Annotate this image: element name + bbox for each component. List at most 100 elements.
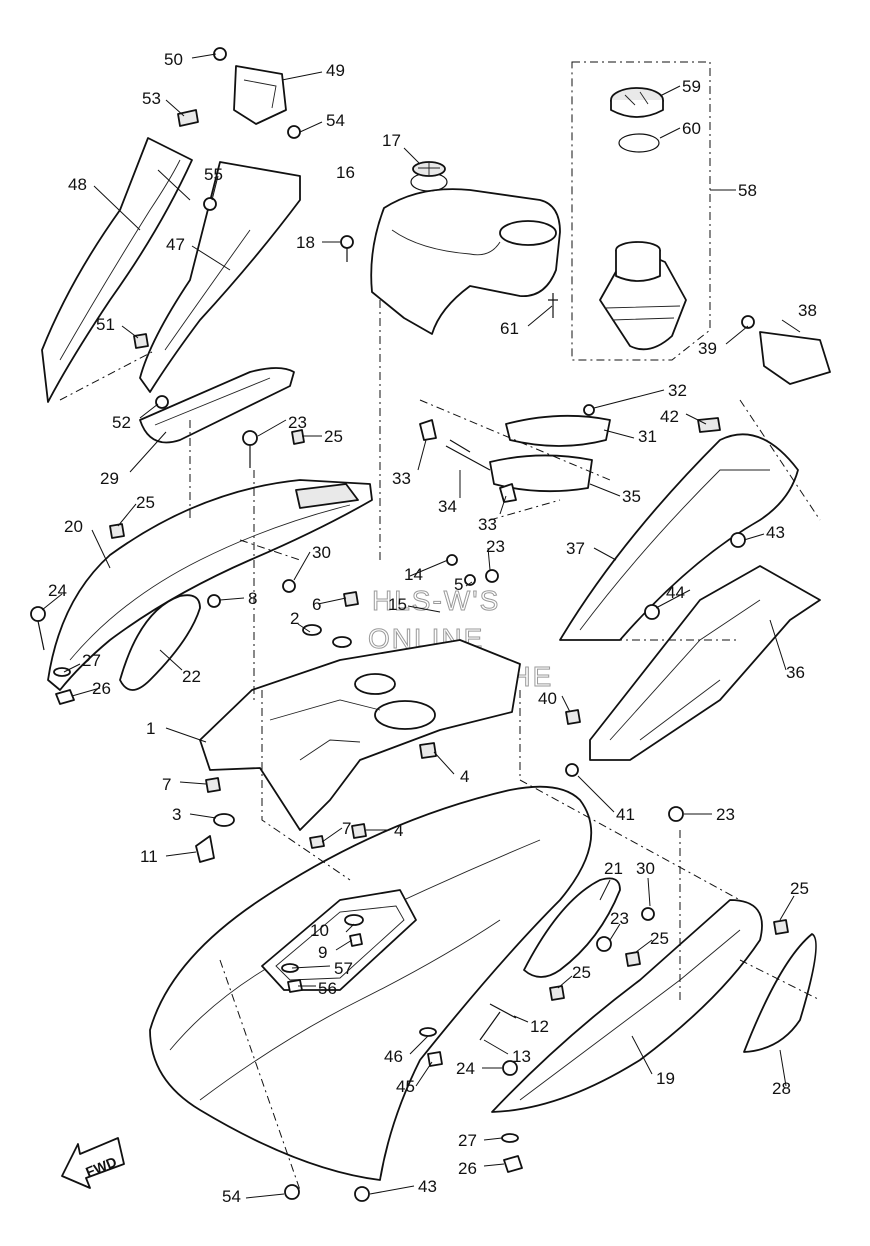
upper-cowl-assembly [340,161,561,335]
fwd-arrow [61,1137,125,1189]
callout-13: 13 [512,1047,531,1066]
callout-60: 60 [682,119,701,138]
leader-30a [293,551,311,581]
leader-28 [779,1049,787,1087]
bolt-head [207,594,221,608]
nut [349,933,363,947]
callout-52: 52 [112,413,131,432]
side-cover-body [47,479,373,691]
bolt-head [730,532,746,548]
leader-15 [407,605,441,613]
callout-29: 29 [100,469,119,488]
callout-25a: 25 [324,427,343,446]
grommet [344,914,364,926]
bracket-right [759,331,831,385]
leader-20 [91,529,111,569]
leader-26a [71,687,101,697]
clip-nut [773,919,789,935]
callout-11: 11 [140,847,158,866]
deck-hole [354,673,396,695]
callout-40: 40 [538,689,557,708]
leader-33a [417,439,427,471]
callout-42: 42 [660,407,679,426]
leader-60 [659,127,681,139]
washer [501,1133,519,1143]
clip-nut [625,951,641,967]
callout-17: 17 [382,131,401,150]
upper-cowl [370,188,561,335]
callout-20: 20 [64,517,83,536]
callout-8: 8 [248,589,257,608]
callout-45: 45 [396,1077,415,1096]
callout-24b: 24 [456,1059,475,1078]
leader-6 [317,597,347,605]
washer [419,1027,437,1037]
callout-labels: 50 49 53 54 48 55 47 51 52 29 23 25 25 2… [48,50,817,1206]
callout-16: 16 [336,163,355,182]
callout-9: 9 [318,943,327,962]
rear-side-panel [743,933,817,1053]
bolt-head [596,936,612,952]
callout-28: 28 [772,1079,791,1098]
callout-34: 34 [438,497,457,516]
callout-10: 10 [310,921,329,940]
tank-screw [548,293,558,318]
clip-nut [419,742,437,759]
cowl-contour [391,229,501,256]
leader-45 [415,1061,433,1087]
leader-44 [655,589,691,609]
leader-40 [561,695,571,713]
clip-nut [343,591,359,607]
callout-4a: 4 [460,767,469,786]
leader-5 [465,581,473,587]
callout-25b: 25 [136,493,155,512]
callout-25d: 25 [650,929,669,948]
leader-32 [593,389,665,409]
leader-27b [483,1137,503,1141]
callout-37: 37 [566,539,585,558]
left-side-cover [30,429,373,705]
callout-5: 5 [454,575,463,594]
screw-head [282,579,296,593]
bolt-shank [37,620,45,651]
callout-48: 48 [68,175,87,194]
screw-head [565,763,579,777]
clip-nut [291,429,305,445]
assembly-line [739,399,821,521]
callout-14: 14 [404,565,423,584]
tank-group-outline [571,61,711,361]
leader-27a [63,663,81,673]
side-cover-right [559,433,799,641]
callout-3: 3 [172,805,181,824]
leader-7a [179,781,207,785]
leader-41 [577,775,615,813]
bolt-head [485,569,499,583]
nut [287,979,303,993]
deck-frame-body [199,639,521,831]
clip-nut [309,835,325,849]
callout-19: 19 [656,1069,675,1088]
clip [464,574,476,586]
callout-49: 49 [326,61,345,80]
leader-49 [281,71,323,81]
tank-cap-grip [624,91,649,106]
side-rail-upper-detail [154,377,271,426]
leader-57 [291,965,331,969]
grommet [213,813,235,827]
leader-47 [191,245,231,271]
deck-frame-ribs [269,699,381,761]
clip-nut [351,823,367,839]
assembly-line [419,399,611,481]
callout-58: 58 [738,181,757,200]
callout-46: 46 [384,1047,403,1066]
callout-27a: 27 [82,651,101,670]
leader-42 [685,413,707,425]
callout-61: 61 [500,319,519,338]
pin [479,1011,501,1041]
leader-46 [409,1035,429,1055]
leader-54b [245,1193,285,1199]
handlebar-cover-parts [419,404,611,503]
leader-53 [165,99,185,117]
leader-26b [483,1163,505,1167]
